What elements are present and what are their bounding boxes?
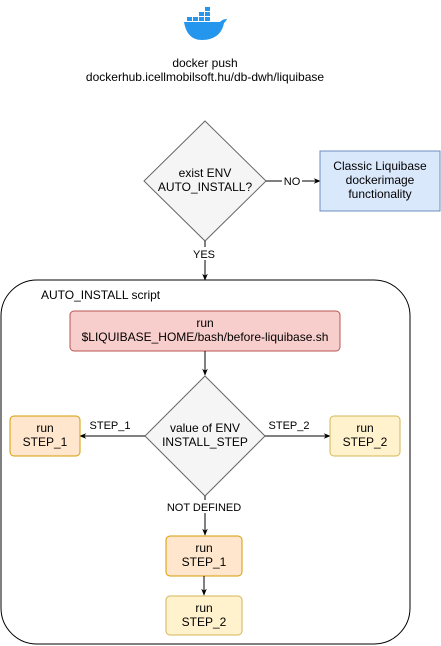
- edge-yes: YES: [191, 241, 219, 281]
- classic-liquibase-box: Classic Liquibase dockerimage functional…: [319, 150, 441, 212]
- decision-install-step: value of ENV INSTALL_STEP: [144, 375, 266, 497]
- container-title: AUTO_INSTALL script: [41, 288, 161, 302]
- before-liquibase-box: run $LIQUIBASE_HOME/bash/before-liquibas…: [69, 310, 341, 352]
- step2-bottom-box: run STEP_2: [165, 595, 243, 636]
- step2-right-line2: STEP_2: [343, 435, 388, 449]
- step1-bottom-line2: STEP_1: [182, 555, 227, 569]
- classic-box-line2: dockerimage: [346, 173, 415, 187]
- decision-step-line2: INSTALL_STEP: [162, 435, 248, 449]
- decision-auto-install-line2: AUTO_INSTALL?: [158, 180, 253, 194]
- push-command-line1: docker push: [172, 56, 237, 70]
- edge-step1: STEP_1: [79, 420, 145, 439]
- edge-not-defined: NOT DEFINED: [166, 496, 244, 536]
- step1-left-box: run STEP_1: [9, 415, 81, 457]
- step2-bottom-line2: STEP_2: [182, 615, 227, 629]
- step1-left-line1: run: [36, 421, 53, 435]
- docker-whale-icon: [184, 7, 227, 40]
- edge-step2-label: STEP_2: [269, 420, 310, 432]
- decision-auto-install: exist ENV AUTO_INSTALL?: [143, 120, 267, 242]
- push-command-line2: dockerhub.icellmobilsoft.hu/db-dwh/liqui…: [86, 70, 324, 84]
- edge-step2: STEP_2: [265, 420, 331, 439]
- before-box-line1: run: [196, 316, 213, 330]
- step2-right-line1: run: [356, 421, 373, 435]
- edge-yes-label: YES: [193, 249, 215, 261]
- step1-bottom-line1: run: [195, 541, 212, 555]
- classic-box-line1: Classic Liquibase: [333, 159, 427, 173]
- edge-no: NO: [266, 174, 321, 188]
- step1-bottom-box: run STEP_1: [165, 535, 243, 577]
- step2-bottom-line1: run: [195, 601, 212, 615]
- decision-auto-install-line1: exist ENV: [179, 166, 232, 180]
- edge-step1-label: STEP_1: [90, 420, 131, 432]
- step1-left-line2: STEP_1: [23, 435, 68, 449]
- classic-box-line3: functionality: [348, 187, 411, 201]
- decision-step-line1: value of ENV: [170, 421, 240, 435]
- edge-no-label: NO: [284, 176, 301, 188]
- before-box-line2: $LIQUIBASE_HOME/bash/before-liquibase.sh: [82, 330, 329, 344]
- step2-right-box: run STEP_2: [329, 415, 401, 457]
- edge-not-defined-label: NOT DEFINED: [167, 502, 241, 514]
